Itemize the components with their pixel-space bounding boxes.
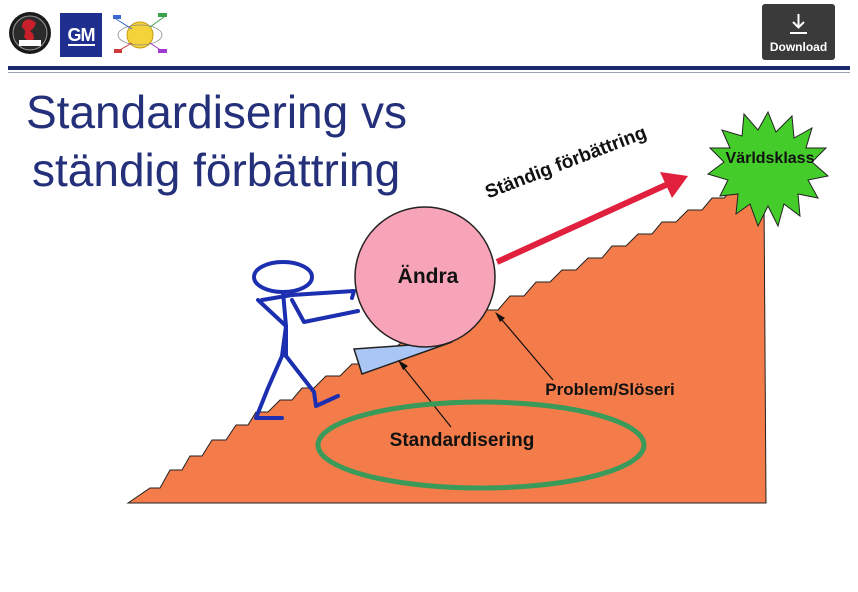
change-ball xyxy=(354,206,496,348)
standard-label: Standardisering xyxy=(390,430,535,451)
improvement-arrow xyxy=(495,172,688,265)
download-icon xyxy=(790,14,807,34)
gm-logo: GM xyxy=(60,13,102,57)
problem-label: Problem/Slöseri xyxy=(545,380,674,399)
arrow-label: Ständig förbättring xyxy=(482,122,649,203)
slide-title-line2: ständig förbättring xyxy=(32,144,401,196)
standard-pointer xyxy=(399,362,452,428)
header-divider-thin xyxy=(8,72,850,73)
download-button[interactable]: Download xyxy=(762,4,835,60)
standard-ellipse xyxy=(315,399,647,491)
world-class-label: Världsklass xyxy=(726,150,815,167)
ball-label: Ändra xyxy=(398,265,459,288)
standard-wedge xyxy=(352,341,453,375)
process-diagram-logo xyxy=(113,13,167,53)
saab-logo xyxy=(9,12,51,54)
slide-title-line1: Standardisering vs xyxy=(26,86,407,138)
stick-figure xyxy=(252,260,360,420)
download-label: Download xyxy=(769,40,828,54)
slide-title: Standardisering vs ständig förbättring xyxy=(26,83,407,199)
problem-pointer xyxy=(496,313,554,381)
header-divider xyxy=(8,66,850,70)
world-class-star xyxy=(706,110,830,228)
